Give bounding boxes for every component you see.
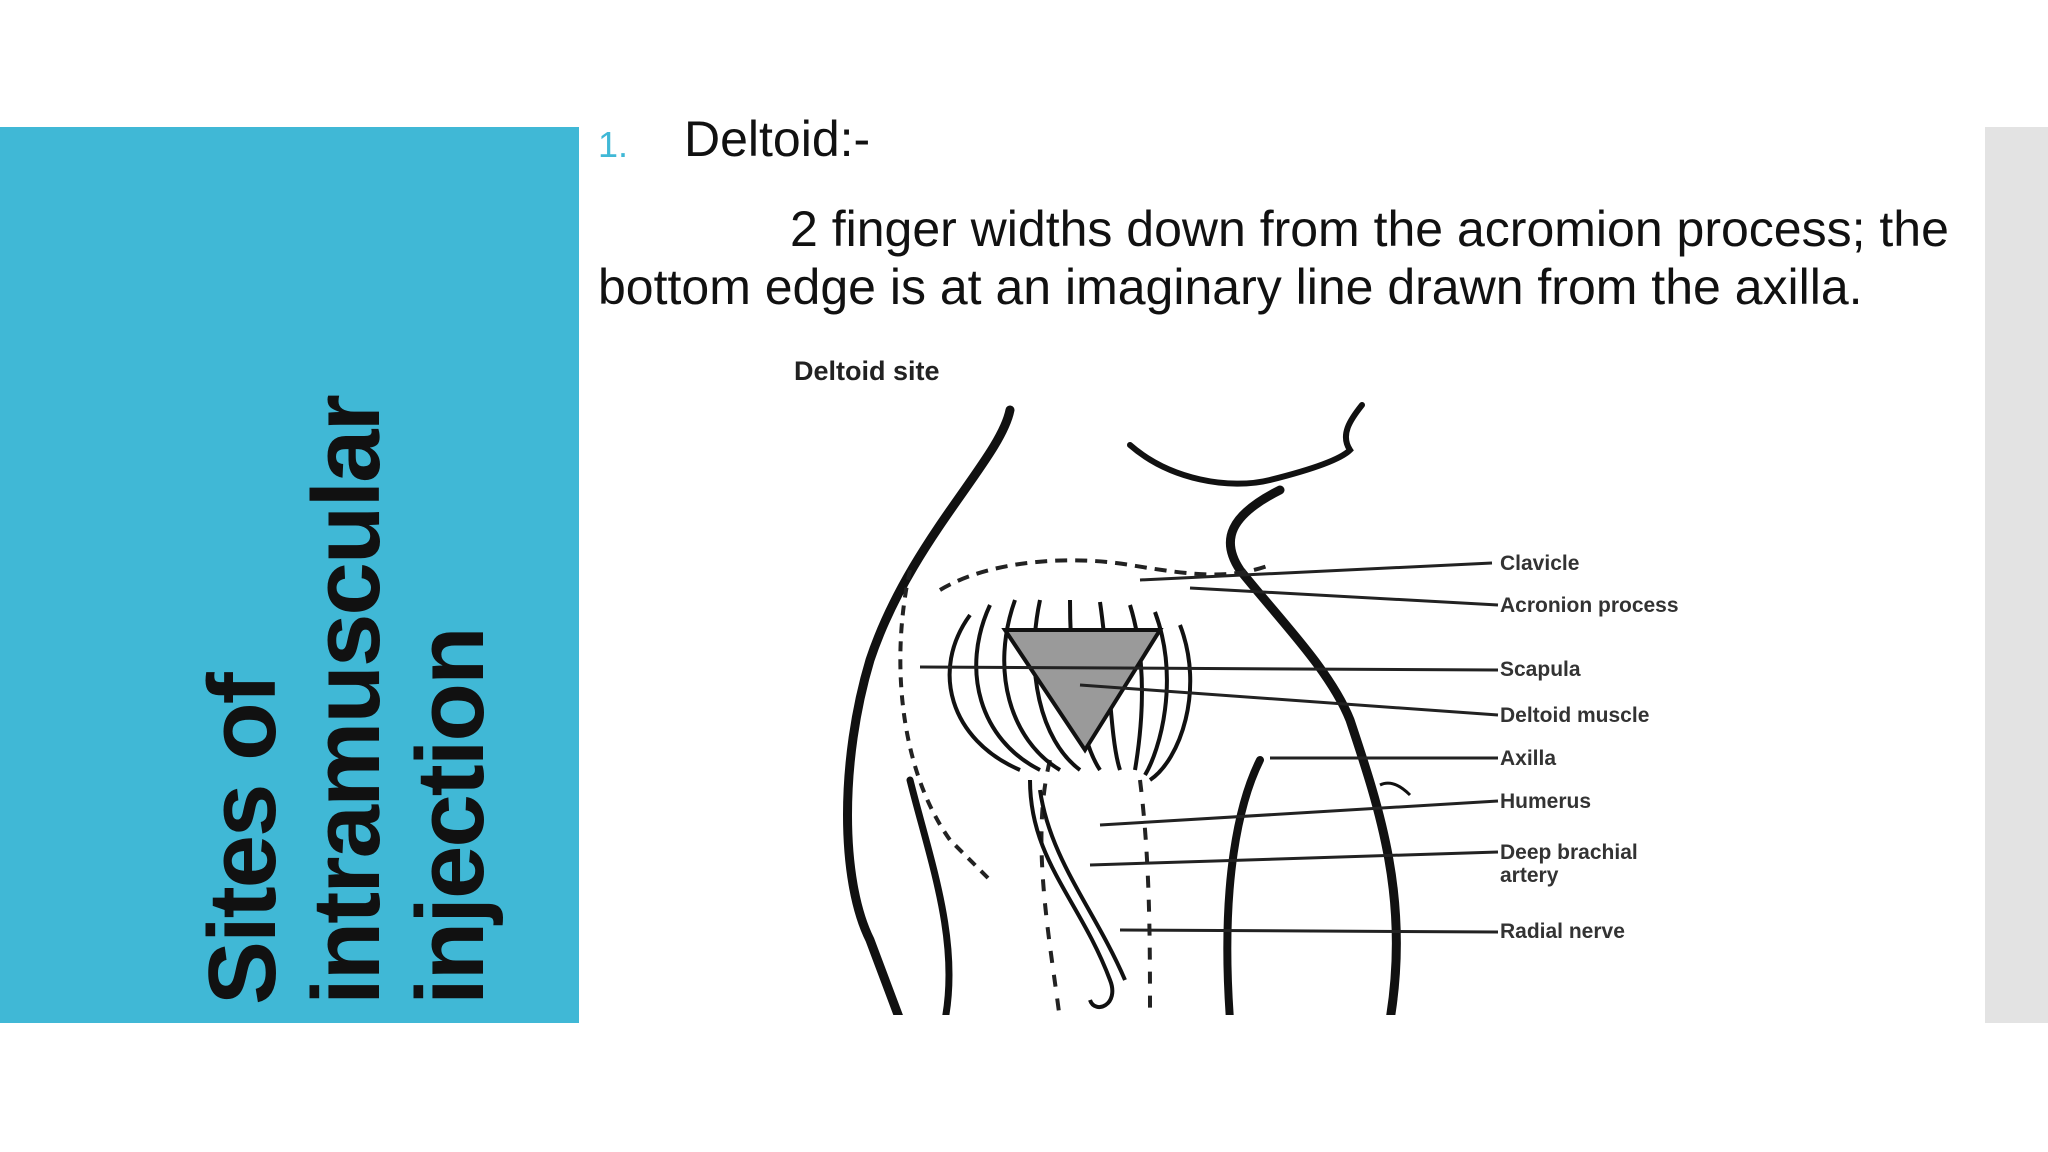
nipple-mark <box>1379 781 1412 797</box>
label-acromion-process: Acronion process <box>1500 594 1679 617</box>
list-number: 1. <box>598 124 629 165</box>
label-axilla: Axilla <box>1500 747 1556 770</box>
label-scapula: Scapula <box>1500 658 1581 681</box>
chest-outline <box>1226 485 1401 1015</box>
injection-site-triangle <box>1001 628 1164 754</box>
label-humerus: Humerus <box>1500 790 1591 813</box>
label-clavicle: Clavicle <box>1500 552 1579 575</box>
title-panel <box>0 127 579 1023</box>
description-text: 2 finger widths down from the acromion p… <box>598 201 1949 315</box>
chin-outline <box>1127 402 1365 487</box>
list-heading: Deltoid:- <box>684 111 871 167</box>
inner-arm-outline <box>1223 756 1264 1015</box>
leader-lines <box>919 561 1499 934</box>
slide-title: Sites of intramuscular injection <box>189 396 504 1005</box>
humerus-dashed-right <box>1138 779 1152 1015</box>
diagram-title: Deltoid site <box>794 356 940 386</box>
radial-nerve-path <box>1028 779 1115 1010</box>
artery-path <box>1038 789 1127 981</box>
diagram-background <box>750 340 1760 1015</box>
right-edge-bar <box>1985 127 2048 1023</box>
list-item-deltoid: 1. Deltoid:- <box>598 110 1998 180</box>
scapula-dashed <box>898 569 992 882</box>
humerus-dashed-left <box>1039 759 1062 1015</box>
label-deltoid-muscle: Deltoid muscle <box>1500 704 1649 727</box>
content-area: 1. Deltoid:- <box>598 110 1998 180</box>
label-artery: artery <box>1500 864 1559 887</box>
diagram-svg: Deltoid site <box>750 340 1760 1015</box>
back-outline <box>843 405 1015 1015</box>
label-deep-brachial: Deep brachial <box>1500 841 1638 864</box>
clavicle-dashed <box>938 558 1271 592</box>
label-radial-nerve: Radial nerve <box>1500 920 1625 943</box>
outer-arm-outline <box>906 776 953 1015</box>
deltoid-site-diagram: Deltoid site <box>750 340 1760 1015</box>
